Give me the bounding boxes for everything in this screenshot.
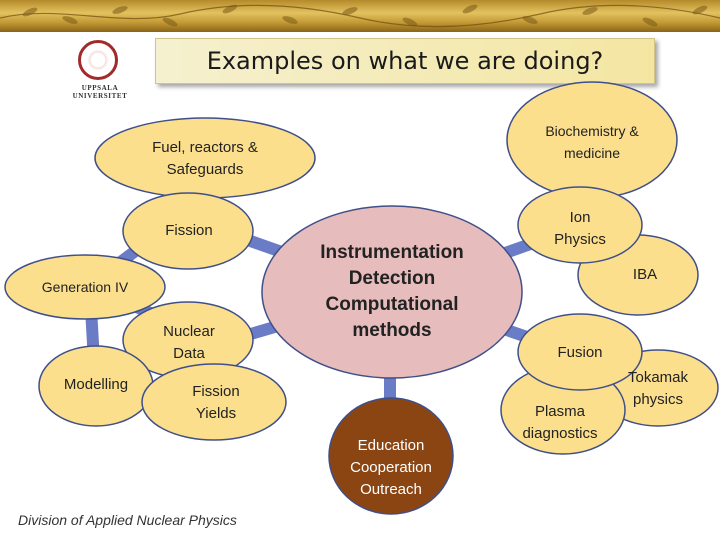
node-tokamak-label: Tokamak physics	[608, 366, 708, 412]
node-plasma-label: Plasma diagnostics	[505, 400, 615, 446]
node-iba-label: IBA	[610, 264, 680, 286]
node-modelling-label: Modelling	[40, 374, 152, 396]
node-ion-physics-label: Ion Physics	[530, 206, 630, 252]
node-education-label: Education Cooperation Outreach	[330, 432, 452, 504]
node-fission-label: Fission	[130, 220, 248, 242]
node-center-label: Instrumentation Detection Computational …	[282, 236, 502, 348]
node-generation-iv-label: Generation IV	[20, 276, 150, 298]
node-fission-yields-label: Fission Yields	[156, 380, 276, 426]
node-biochem-label: Biochemistry & medicine	[518, 120, 666, 164]
node-nuclear-data-label: Nuclear Data	[130, 320, 248, 366]
node-fusion-label: Fusion	[530, 342, 630, 364]
node-fuel-label: Fuel, reactors & Safeguards	[120, 136, 290, 182]
footer-division: Division of Applied Nuclear Physics	[18, 512, 237, 528]
